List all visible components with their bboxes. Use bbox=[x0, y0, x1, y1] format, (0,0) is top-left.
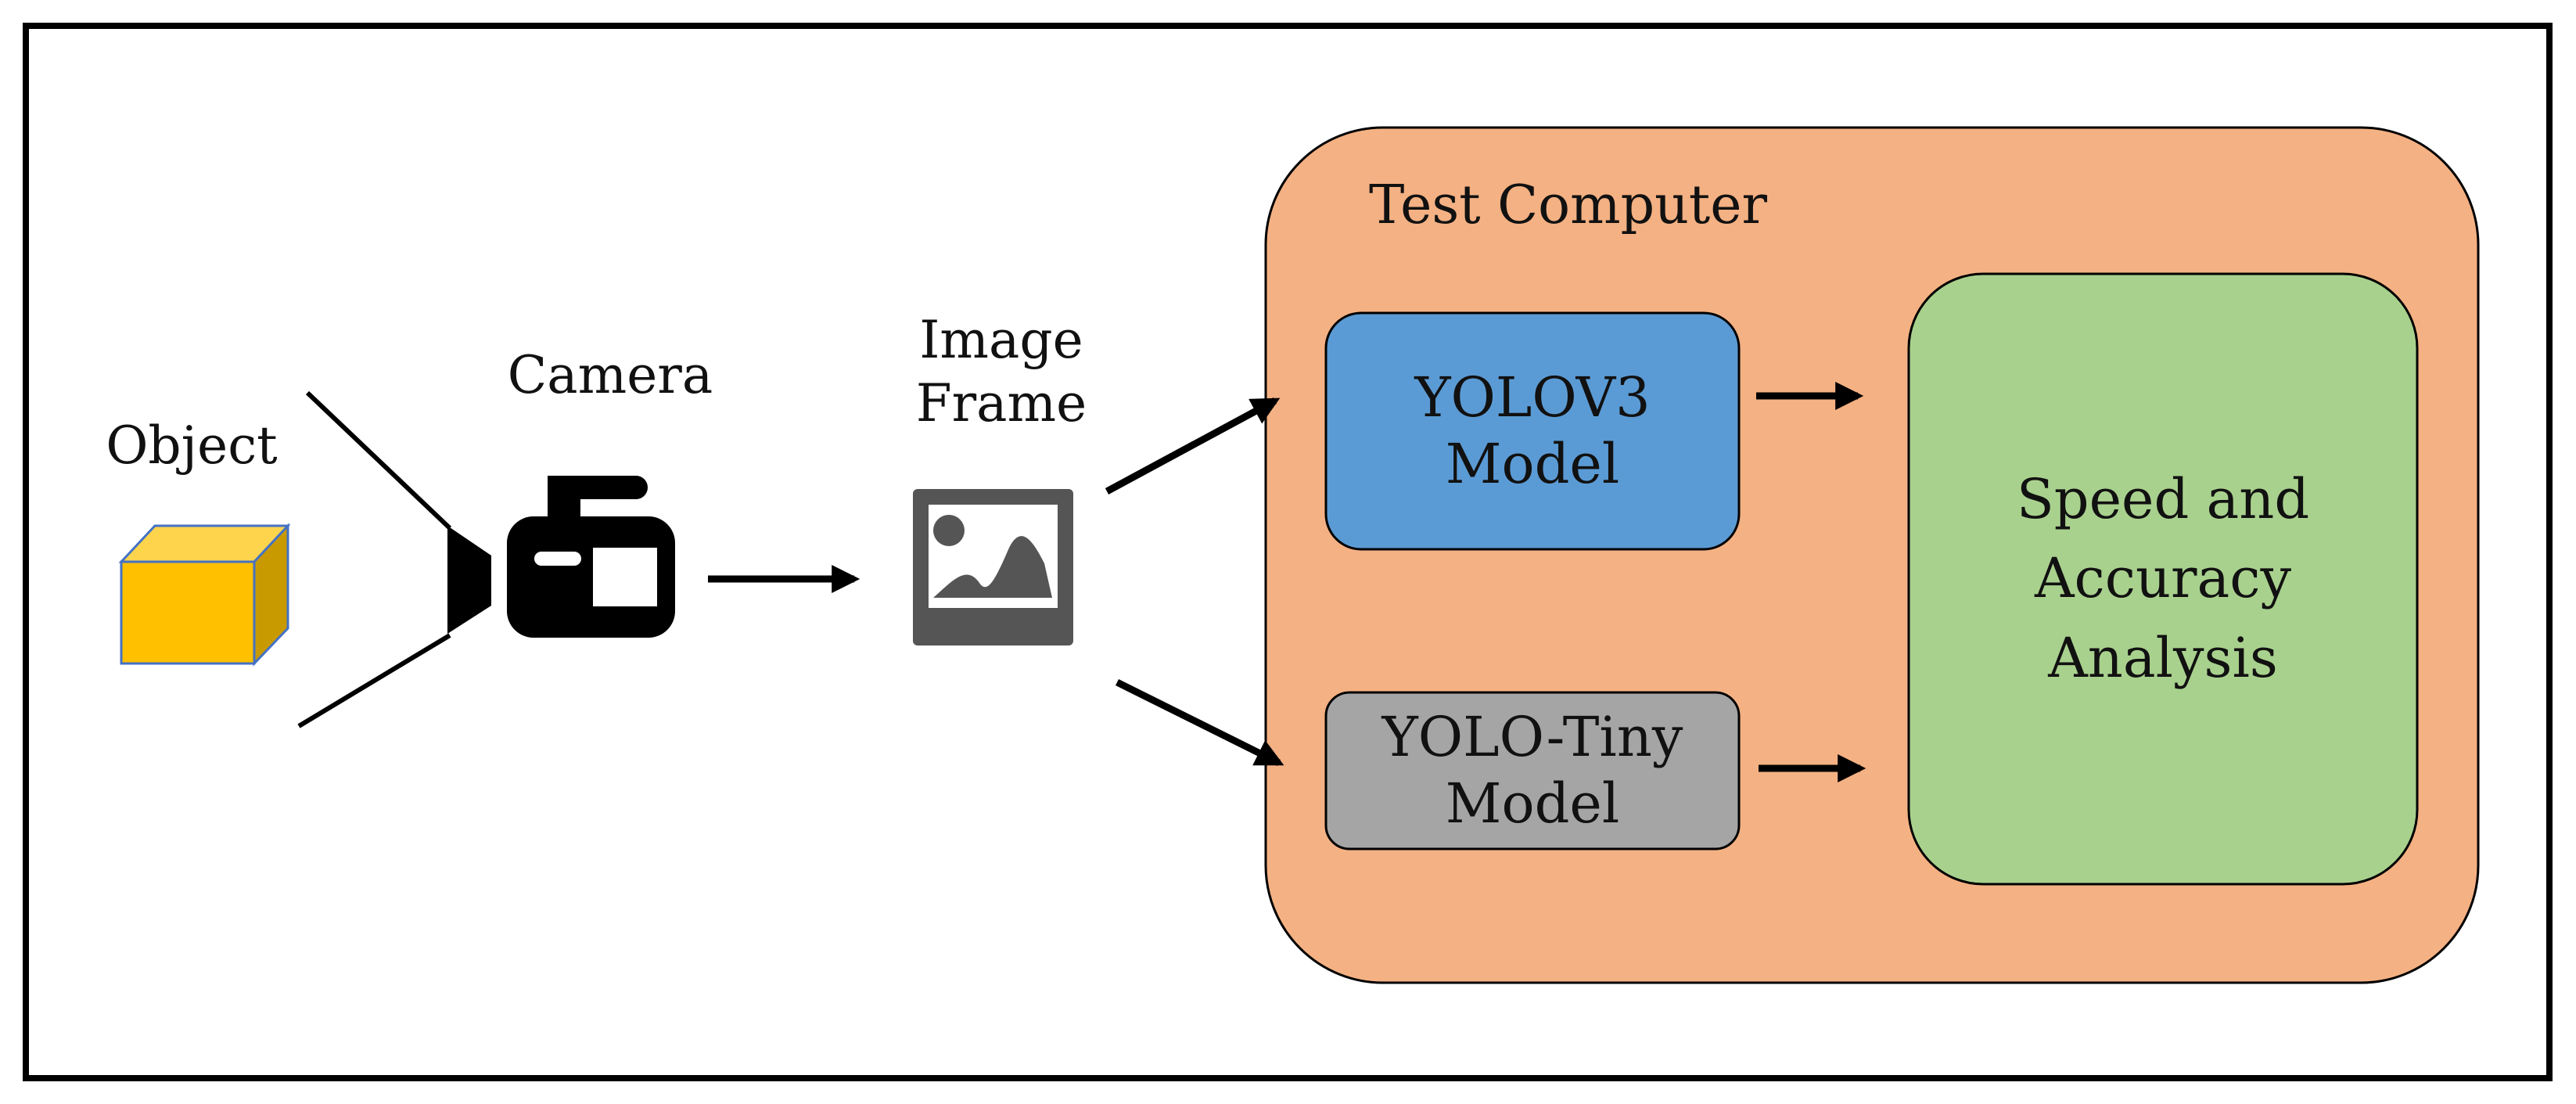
analysis-label: Speed and Accuracy Analysis bbox=[1909, 274, 2417, 884]
yolotiny-label-line1: YOLO-Tiny bbox=[1381, 704, 1683, 769]
test-computer-label: Test Computer bbox=[1369, 174, 1768, 236]
image-frame-label: Image Frame bbox=[884, 309, 1119, 435]
yolotiny-label-line2: Model bbox=[1445, 771, 1620, 836]
yolo-tiny-model-label: YOLO-Tiny Model bbox=[1326, 692, 1739, 849]
arrow-image-to-yolotiny bbox=[1115, 678, 1284, 767]
analysis-label-line2: Accuracy bbox=[2035, 546, 2291, 611]
camera-label: Camera bbox=[507, 345, 713, 405]
analysis-label-line3: Analysis bbox=[2048, 625, 2278, 690]
yolov3-model-label: YOLOV3 Model bbox=[1326, 313, 1739, 549]
cube-icon bbox=[118, 523, 291, 667]
yolo-tiny-model-box bbox=[1324, 691, 1741, 850]
object-label: Object bbox=[106, 415, 278, 476]
fov-line-lower bbox=[297, 633, 451, 728]
speed-accuracy-analysis-box bbox=[1907, 272, 2419, 886]
fov-line-upper bbox=[305, 390, 452, 530]
analysis-label-line1: Speed and bbox=[2016, 466, 2310, 531]
camera-icon bbox=[447, 476, 675, 638]
image-frame-label-line1: Image bbox=[919, 310, 1083, 370]
image-frame-label-line2: Frame bbox=[915, 372, 1087, 433]
yolov3-label-line2: Model bbox=[1445, 432, 1620, 496]
arrow-image-to-yolov3 bbox=[1105, 397, 1281, 494]
yolov3-model-box bbox=[1324, 311, 1741, 551]
yolov3-label-line1: YOLOV3 bbox=[1414, 365, 1651, 430]
image-icon bbox=[913, 489, 1073, 645]
